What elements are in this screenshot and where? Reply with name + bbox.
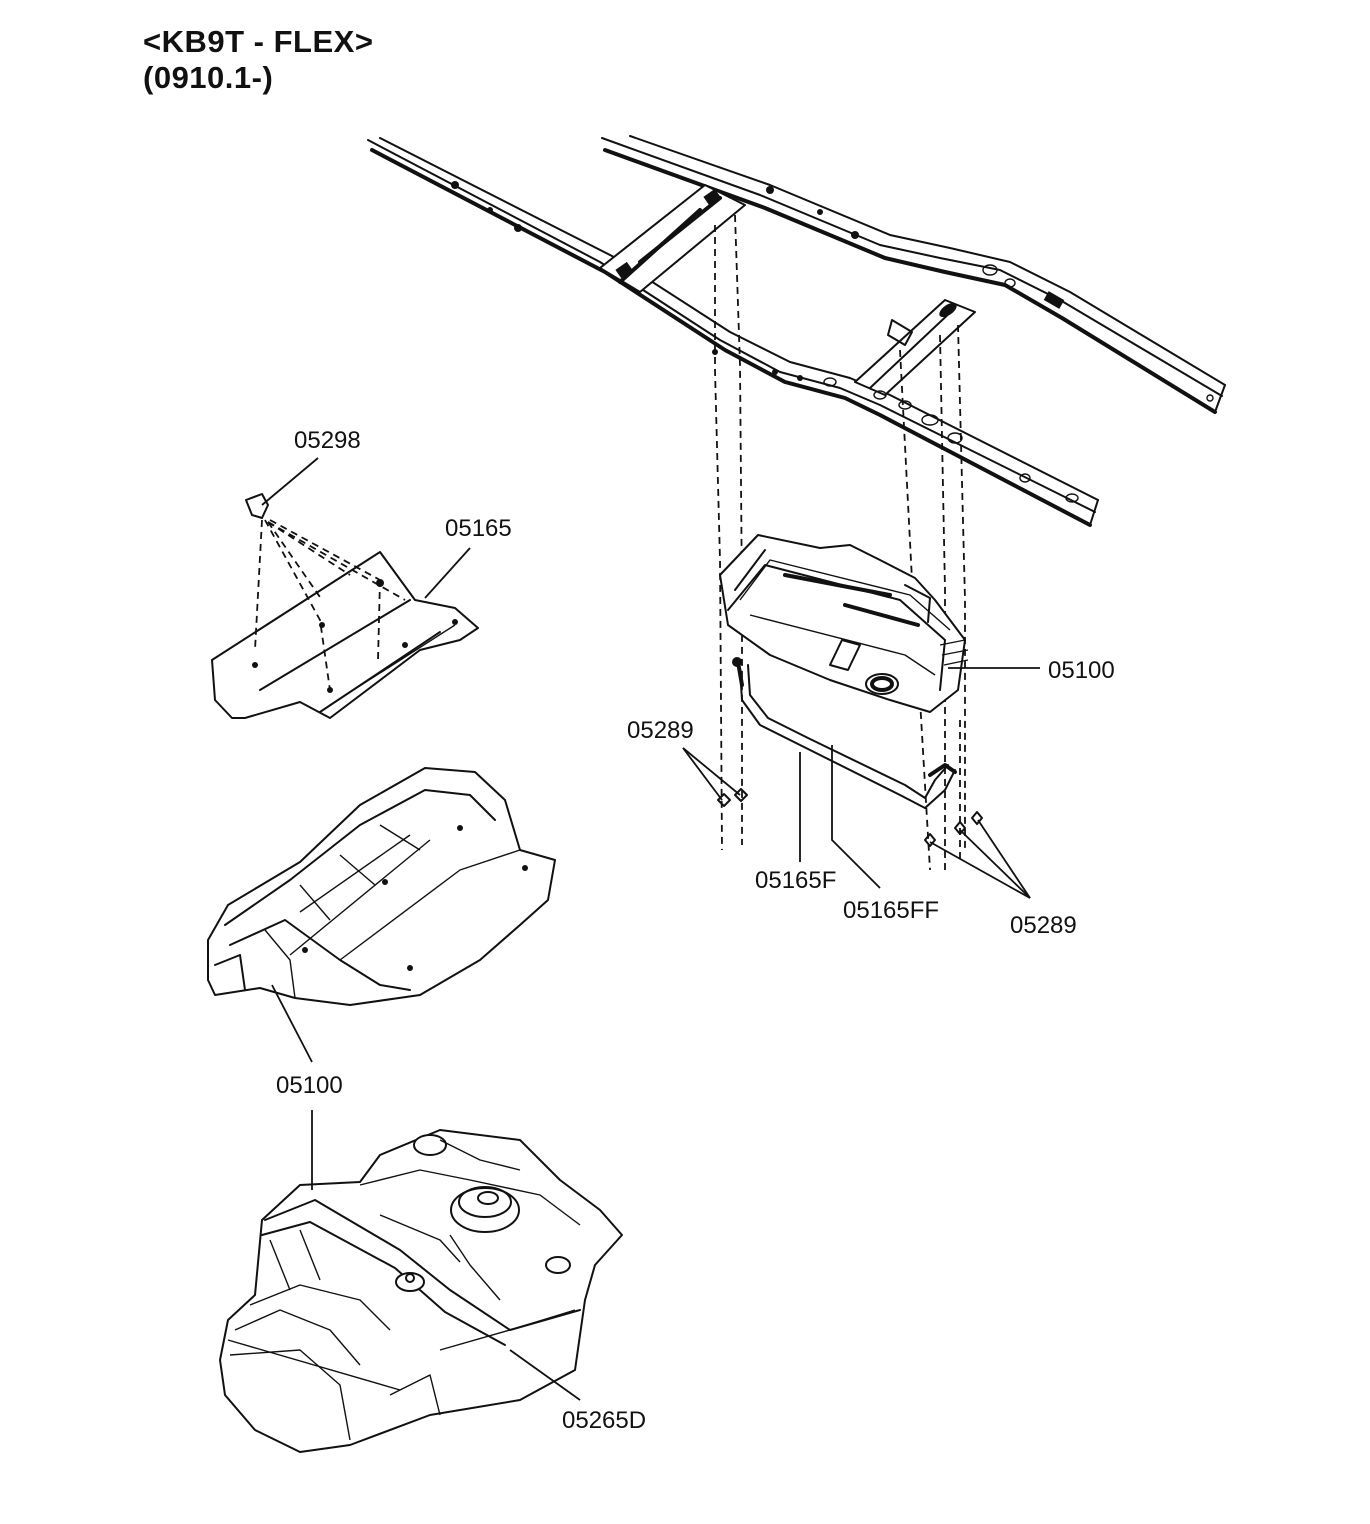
fuel-tank-assembly: [219, 1129, 623, 1453]
mounting-dashed-lines: [714, 214, 966, 871]
label-05100-right: 05100: [1048, 657, 1115, 684]
part-labels: 05298 05165 05100 05289 05165F 05165FF 0…: [276, 427, 1115, 1434]
clip-05298: [245, 493, 406, 691]
label-05298: 05298: [294, 427, 361, 454]
frame-holes: [451, 181, 1214, 503]
label-05165f: 05165F: [755, 867, 836, 894]
fuel-tank-guard: [207, 767, 556, 1006]
tank-straps: [732, 657, 957, 809]
bolts-05289: [717, 788, 983, 847]
label-05289-left: 05289: [627, 717, 694, 744]
date-range: (0910.1-): [143, 60, 274, 95]
heat-shield: [211, 551, 479, 719]
diagram-header: <KB9T - FLEX> (0910.1-): [143, 24, 373, 96]
label-05289-right: 05289: [1010, 912, 1077, 939]
label-05165: 05165: [445, 515, 512, 542]
fuel-tank-installed: [719, 534, 969, 713]
label-05265d: 05265D: [562, 1407, 646, 1434]
label-05100-middle: 05100: [276, 1072, 343, 1099]
chassis-frame: [367, 135, 1226, 527]
label-05165ff: 05165FF: [843, 897, 939, 924]
leader-lines: [261, 457, 1040, 1401]
model-title: <KB9T - FLEX>: [143, 24, 374, 59]
